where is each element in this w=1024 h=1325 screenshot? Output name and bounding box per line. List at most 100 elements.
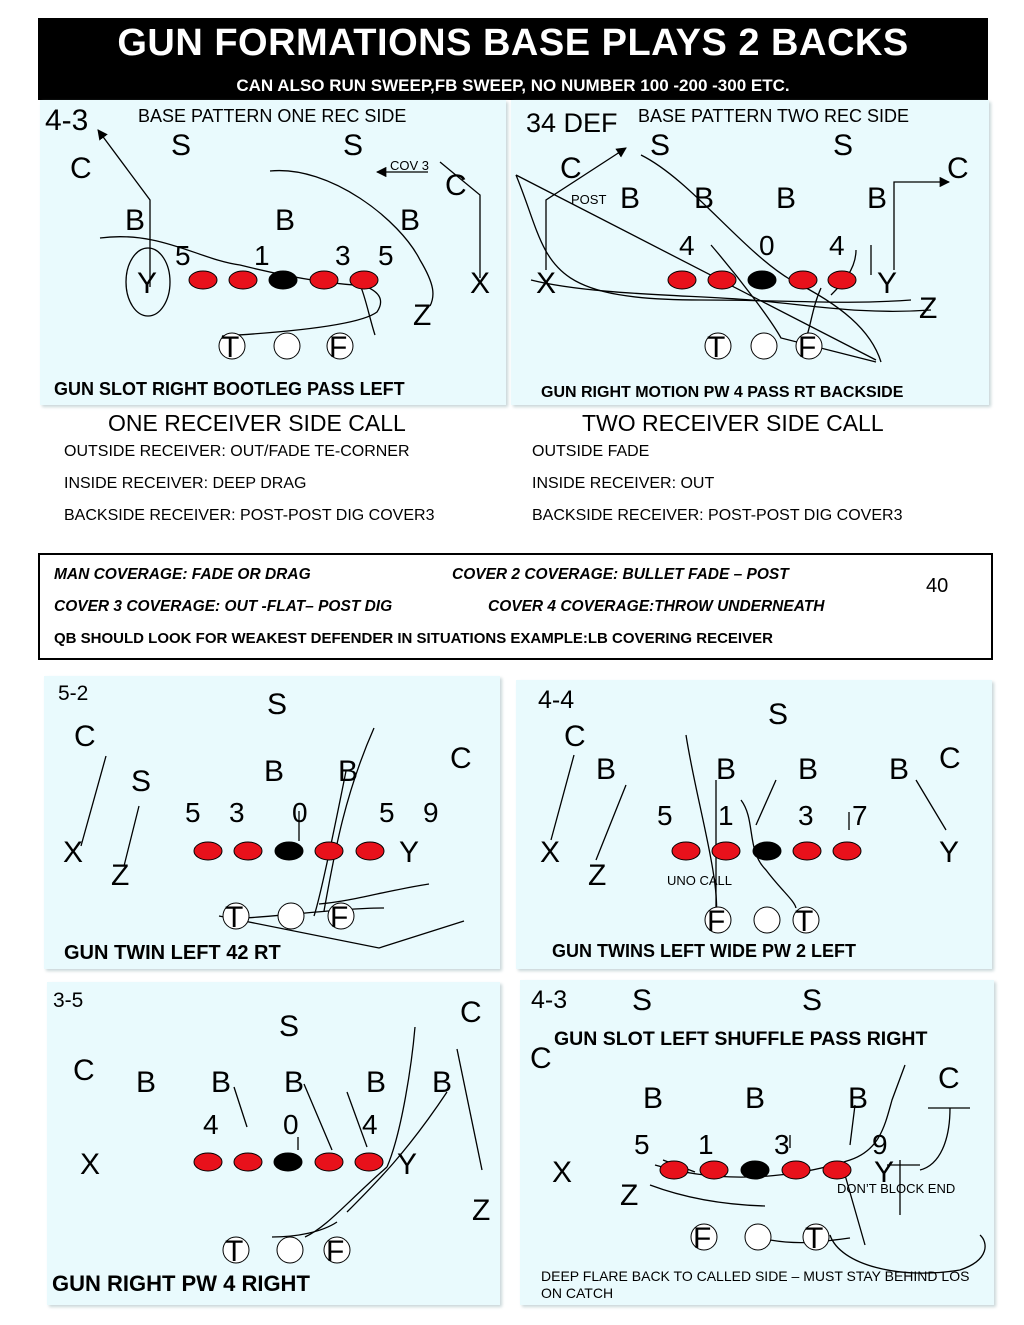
cover4-note: COVER 4 COVERAGE:THROW UNDERNEATH: [488, 598, 825, 615]
receiver-z: Z: [413, 299, 431, 332]
corner-1: C: [564, 720, 586, 753]
linebacker-3: B: [848, 1082, 868, 1115]
technique-2: 0: [759, 230, 775, 261]
play-diagram-5: 3-5 S C C B B B B B 4 0 4 X Y Z T F GUN …: [52, 989, 490, 1296]
center: [740, 1160, 770, 1180]
linebacker-3: B: [400, 204, 420, 237]
defense-label: 34 DEF: [526, 108, 618, 138]
safety-2: S: [802, 984, 822, 1017]
center: [274, 841, 304, 861]
play-panel-5: 3-5 S C C B B B B B 4 0 4 X Y Z T F GUN …: [47, 982, 500, 1305]
corner-2: C: [947, 152, 969, 185]
lineman-rg: [788, 270, 818, 290]
lineman-rt: [355, 841, 385, 861]
technique-3: 3: [335, 240, 351, 271]
linebacker-2: B: [745, 1082, 765, 1115]
play-name: GUN RIGHT MOTION PW 4 PASS RT BACKSIDE: [541, 384, 904, 401]
play-diagram-3: 5-2 S S C C B B 5 3 0 5 9 X Z Y T F GUN …: [58, 682, 472, 964]
qb-circle: [750, 332, 778, 360]
linebacker-5: B: [432, 1066, 452, 1099]
center: [273, 1152, 303, 1172]
technique-3: 4: [362, 1109, 378, 1140]
corner-1: C: [73, 1054, 95, 1087]
two-receiver-line-2: INSIDE RECEIVER: OUT: [532, 475, 715, 492]
receiver-y: Y: [397, 1148, 417, 1181]
back-f: F: [798, 331, 816, 364]
safety-1: S: [768, 698, 788, 731]
corner-2: C: [460, 996, 482, 1029]
center: [752, 841, 782, 861]
lineman-rt: [354, 1152, 384, 1172]
defense-label: 3-5: [53, 989, 83, 1012]
play-panel-6: 4-3 S S GUN SLOT LEFT SHUFFLE PASS RIGHT…: [520, 980, 994, 1305]
technique-2: 0: [283, 1109, 299, 1140]
receiver-y: Y: [874, 1156, 894, 1189]
corner-1: C: [70, 152, 92, 185]
linebacker-2: B: [211, 1066, 231, 1099]
defense-label: 4-3: [45, 104, 88, 137]
corner-2: C: [445, 169, 467, 202]
lineman-lt: [671, 841, 701, 861]
page-number: 40: [926, 575, 949, 597]
linebacker-3: B: [284, 1066, 304, 1099]
linebacker-4: B: [867, 182, 887, 215]
one-receiver-line-3: BACKSIDE RECEIVER: POST-POST DIG COVER3: [64, 507, 435, 524]
technique-3: 4: [829, 230, 845, 261]
receiver-y: Y: [939, 836, 959, 869]
safety-1: S: [267, 688, 287, 721]
back-f: F: [330, 901, 348, 934]
receiver-z: Z: [620, 1179, 638, 1212]
play-name: GUN TWIN LEFT 42 RT: [64, 942, 281, 964]
linebacker-2: B: [716, 753, 736, 786]
technique-3: 3: [774, 1129, 790, 1160]
coverage-note: COV 3: [390, 158, 429, 173]
one-receiver-heading: ONE RECEIVER SIDE CALL: [108, 410, 406, 436]
technique-5: 9: [423, 797, 439, 828]
qb-circle: [276, 1236, 304, 1264]
technique-1: 5: [634, 1129, 650, 1160]
back-f: F: [329, 331, 347, 364]
lineman-lt: [667, 270, 697, 290]
linebacker-3: B: [798, 753, 818, 786]
defense-label: 4-3: [531, 986, 567, 1014]
route-note: POST: [571, 192, 606, 207]
back-f: F: [326, 1235, 344, 1268]
linebacker-1: B: [620, 182, 640, 215]
technique-3: 3: [798, 800, 814, 831]
receiver-x: X: [80, 1148, 100, 1181]
lineman-rg: [309, 270, 339, 290]
play-name: GUN RIGHT PW 4 RIGHT: [52, 1271, 310, 1296]
corner-1: C: [530, 1042, 552, 1075]
play-diagram-1: 4-3 BASE PATTERN ONE REC SIDE S S C C CO…: [45, 104, 490, 399]
qb-note: QB SHOULD LOOK FOR WEAKEST DEFENDER IN S…: [54, 630, 773, 647]
safety-2: S: [131, 765, 151, 798]
safety-1: S: [632, 984, 652, 1017]
lineman-rg: [792, 841, 822, 861]
linebacker-2: B: [694, 182, 714, 215]
safety-2: S: [343, 129, 363, 162]
technique-4: 7: [852, 800, 868, 831]
linebacker-2: B: [338, 755, 358, 788]
lineman-lg: [233, 841, 263, 861]
lineman-lg: [711, 841, 741, 861]
back-f: F: [693, 1222, 711, 1255]
receiver-z: Z: [472, 1194, 490, 1227]
technique-1: 5: [175, 240, 191, 271]
two-receiver-line-1: OUTSIDE FADE: [532, 443, 650, 460]
linebacker-1: B: [136, 1066, 156, 1099]
technique-1: 5: [657, 800, 673, 831]
play-panel-2: 34 DEF BASE PATTERN TWO REC SIDE S S C C…: [511, 100, 989, 405]
two-receiver-line-3: BACKSIDE RECEIVER: POST-POST DIG COVER3: [532, 507, 903, 524]
lineman-lg: [233, 1152, 263, 1172]
play-diagram-4: 4-4 S C C B B B B 5 1 3 7 X Z Y UNO CALL…: [538, 686, 961, 961]
defense-label: 5-2: [58, 682, 88, 705]
corner-2: C: [939, 742, 961, 775]
pattern-label: BASE PATTERN ONE REC SIDE: [138, 106, 406, 126]
safety-1: S: [171, 129, 191, 162]
lineman-lt: [193, 1152, 223, 1172]
play-panel-1: 4-3 BASE PATTERN ONE REC SIDE S S C C CO…: [40, 100, 506, 405]
play-panel-4: 4-4 S C C B B B B 5 1 3 7 X Z Y UNO CALL…: [516, 680, 992, 969]
back-t: T: [795, 905, 813, 938]
linebacker-4: B: [889, 753, 909, 786]
technique-1: 4: [679, 230, 695, 261]
